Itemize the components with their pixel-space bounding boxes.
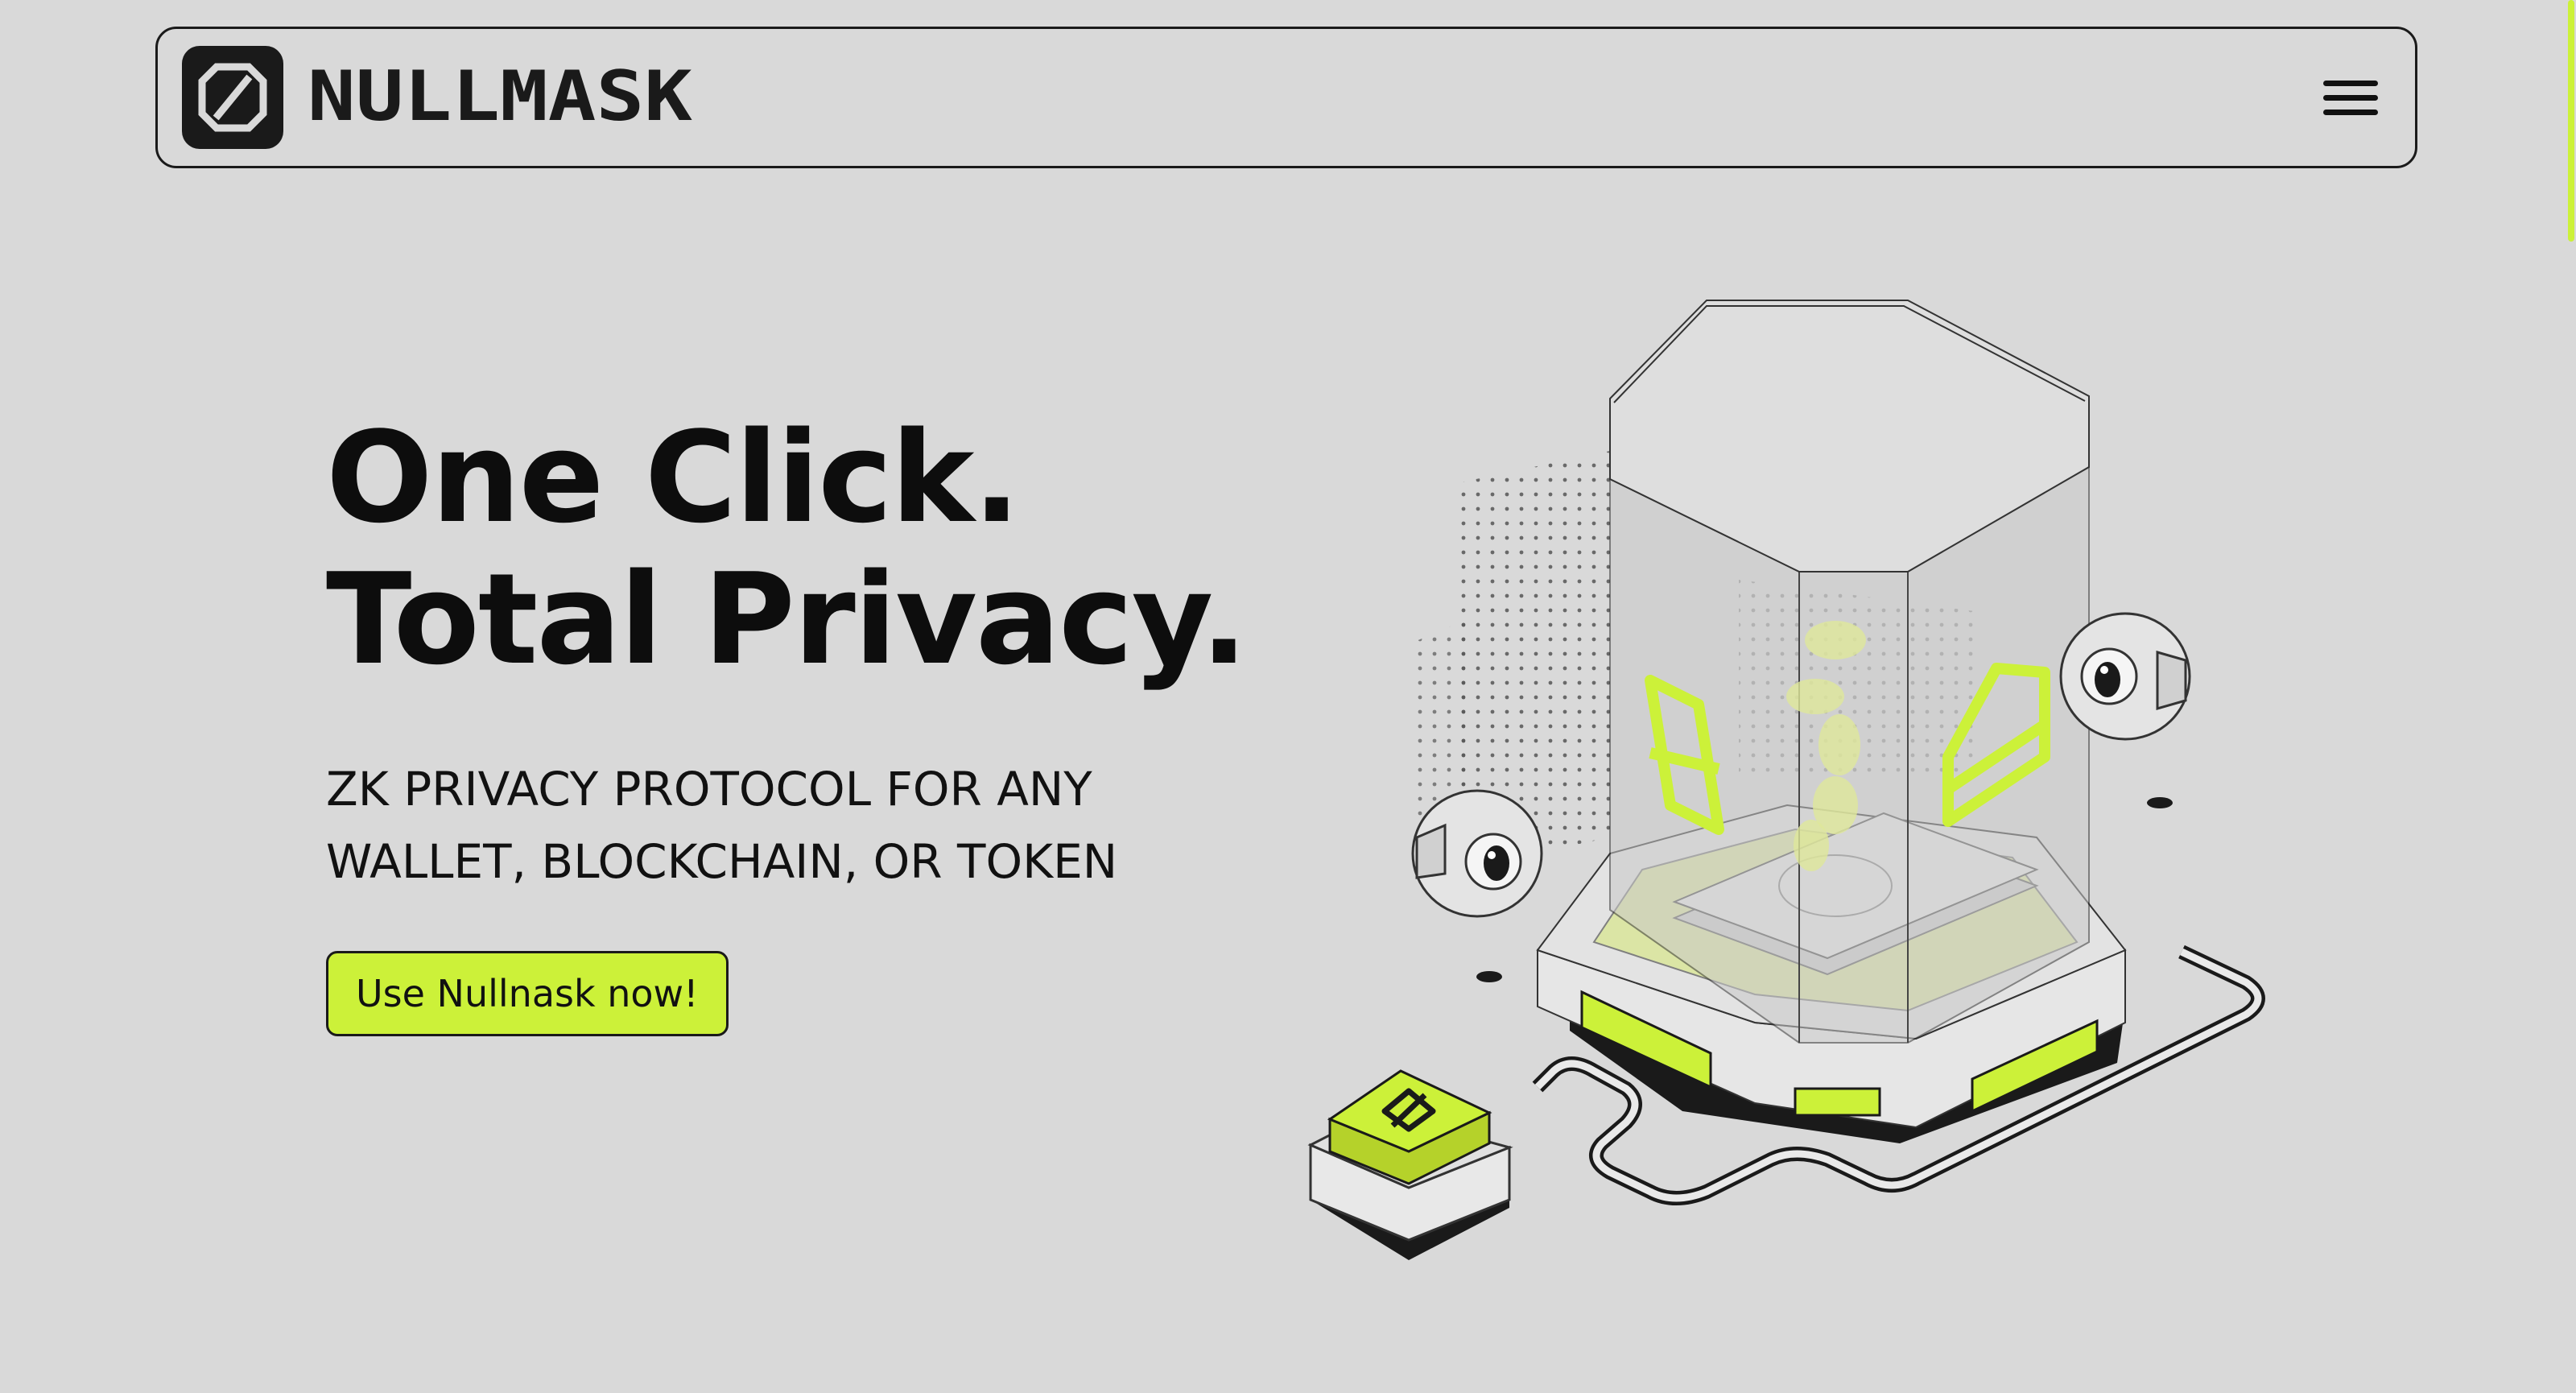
eye-orb-right [2059,612,2191,741]
subtitle-line-1: ZK PRIVACY PROTOCOL FOR ANY [326,762,1092,816]
brand-logo-link[interactable]: NULLMASK [182,46,694,149]
neon-bracket-left [1645,675,1724,835]
glass-vault-column [1609,300,2090,1044]
subtitle-line-2: WALLET, BLOCKCHAIN, OR TOKEN [326,834,1118,889]
brand-name-text: NULLMASK [308,65,692,130]
menu-bar-bottom [2323,109,2378,115]
menu-bar-middle [2323,94,2378,101]
headline-line-1: One Click. [326,404,1021,551]
privacy-vault-illustration [1272,274,2334,1288]
brand-wordmark: NULLMASK [308,65,694,130]
hamburger-menu-icon[interactable] [2318,65,2383,130]
eye-orb-left [1411,789,1543,918]
headline-line-2: Total Privacy. [326,546,1248,692]
activation-push-button [1307,1069,1513,1260]
hero-subtitle: ZK PRIVACY PROTOCOL FOR ANY WALLET, BLOC… [326,753,1292,898]
page-scrollbar[interactable] [2565,0,2576,1393]
top-navbar: NULLMASK [155,27,2417,168]
null-mask-logo-icon [182,46,283,149]
neon-bracket-right [1942,663,2050,827]
menu-bar-top [2323,80,2378,86]
hero-section: One Click. Total Privacy. ZK PRIVACY PRO… [326,407,1292,1036]
hero-headline: One Click. Total Privacy. [326,407,1292,690]
use-nullmask-button[interactable]: Use Nullnask now! [326,951,729,1036]
scrollbar-thumb[interactable] [2568,0,2574,242]
